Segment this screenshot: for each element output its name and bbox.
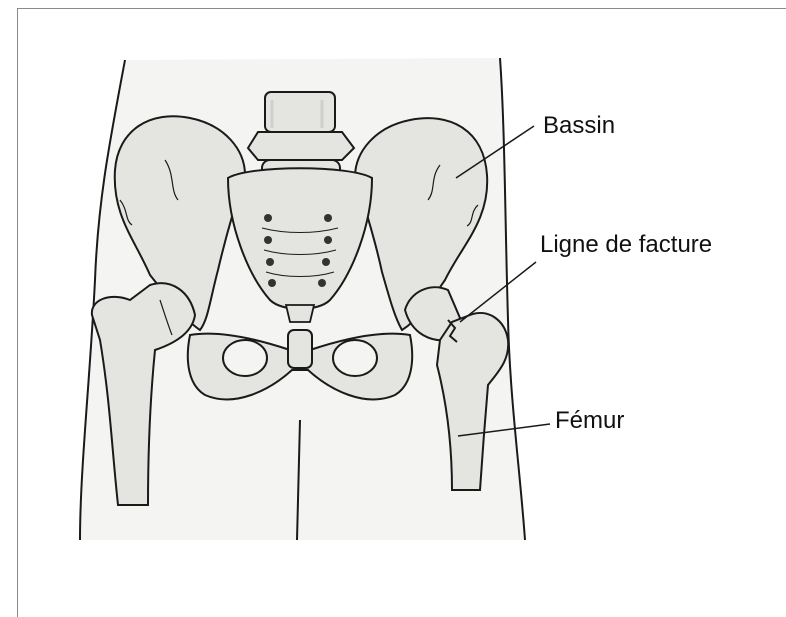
label-femur: Fémur [555, 409, 624, 433]
coccyx [286, 305, 314, 322]
label-fracture-line: Ligne de facture [540, 233, 712, 257]
label-bassin: Bassin [543, 114, 615, 138]
pubic-symphysis [288, 330, 312, 368]
right-obturator-foramen [333, 340, 377, 376]
left-obturator-foramen [223, 340, 267, 376]
